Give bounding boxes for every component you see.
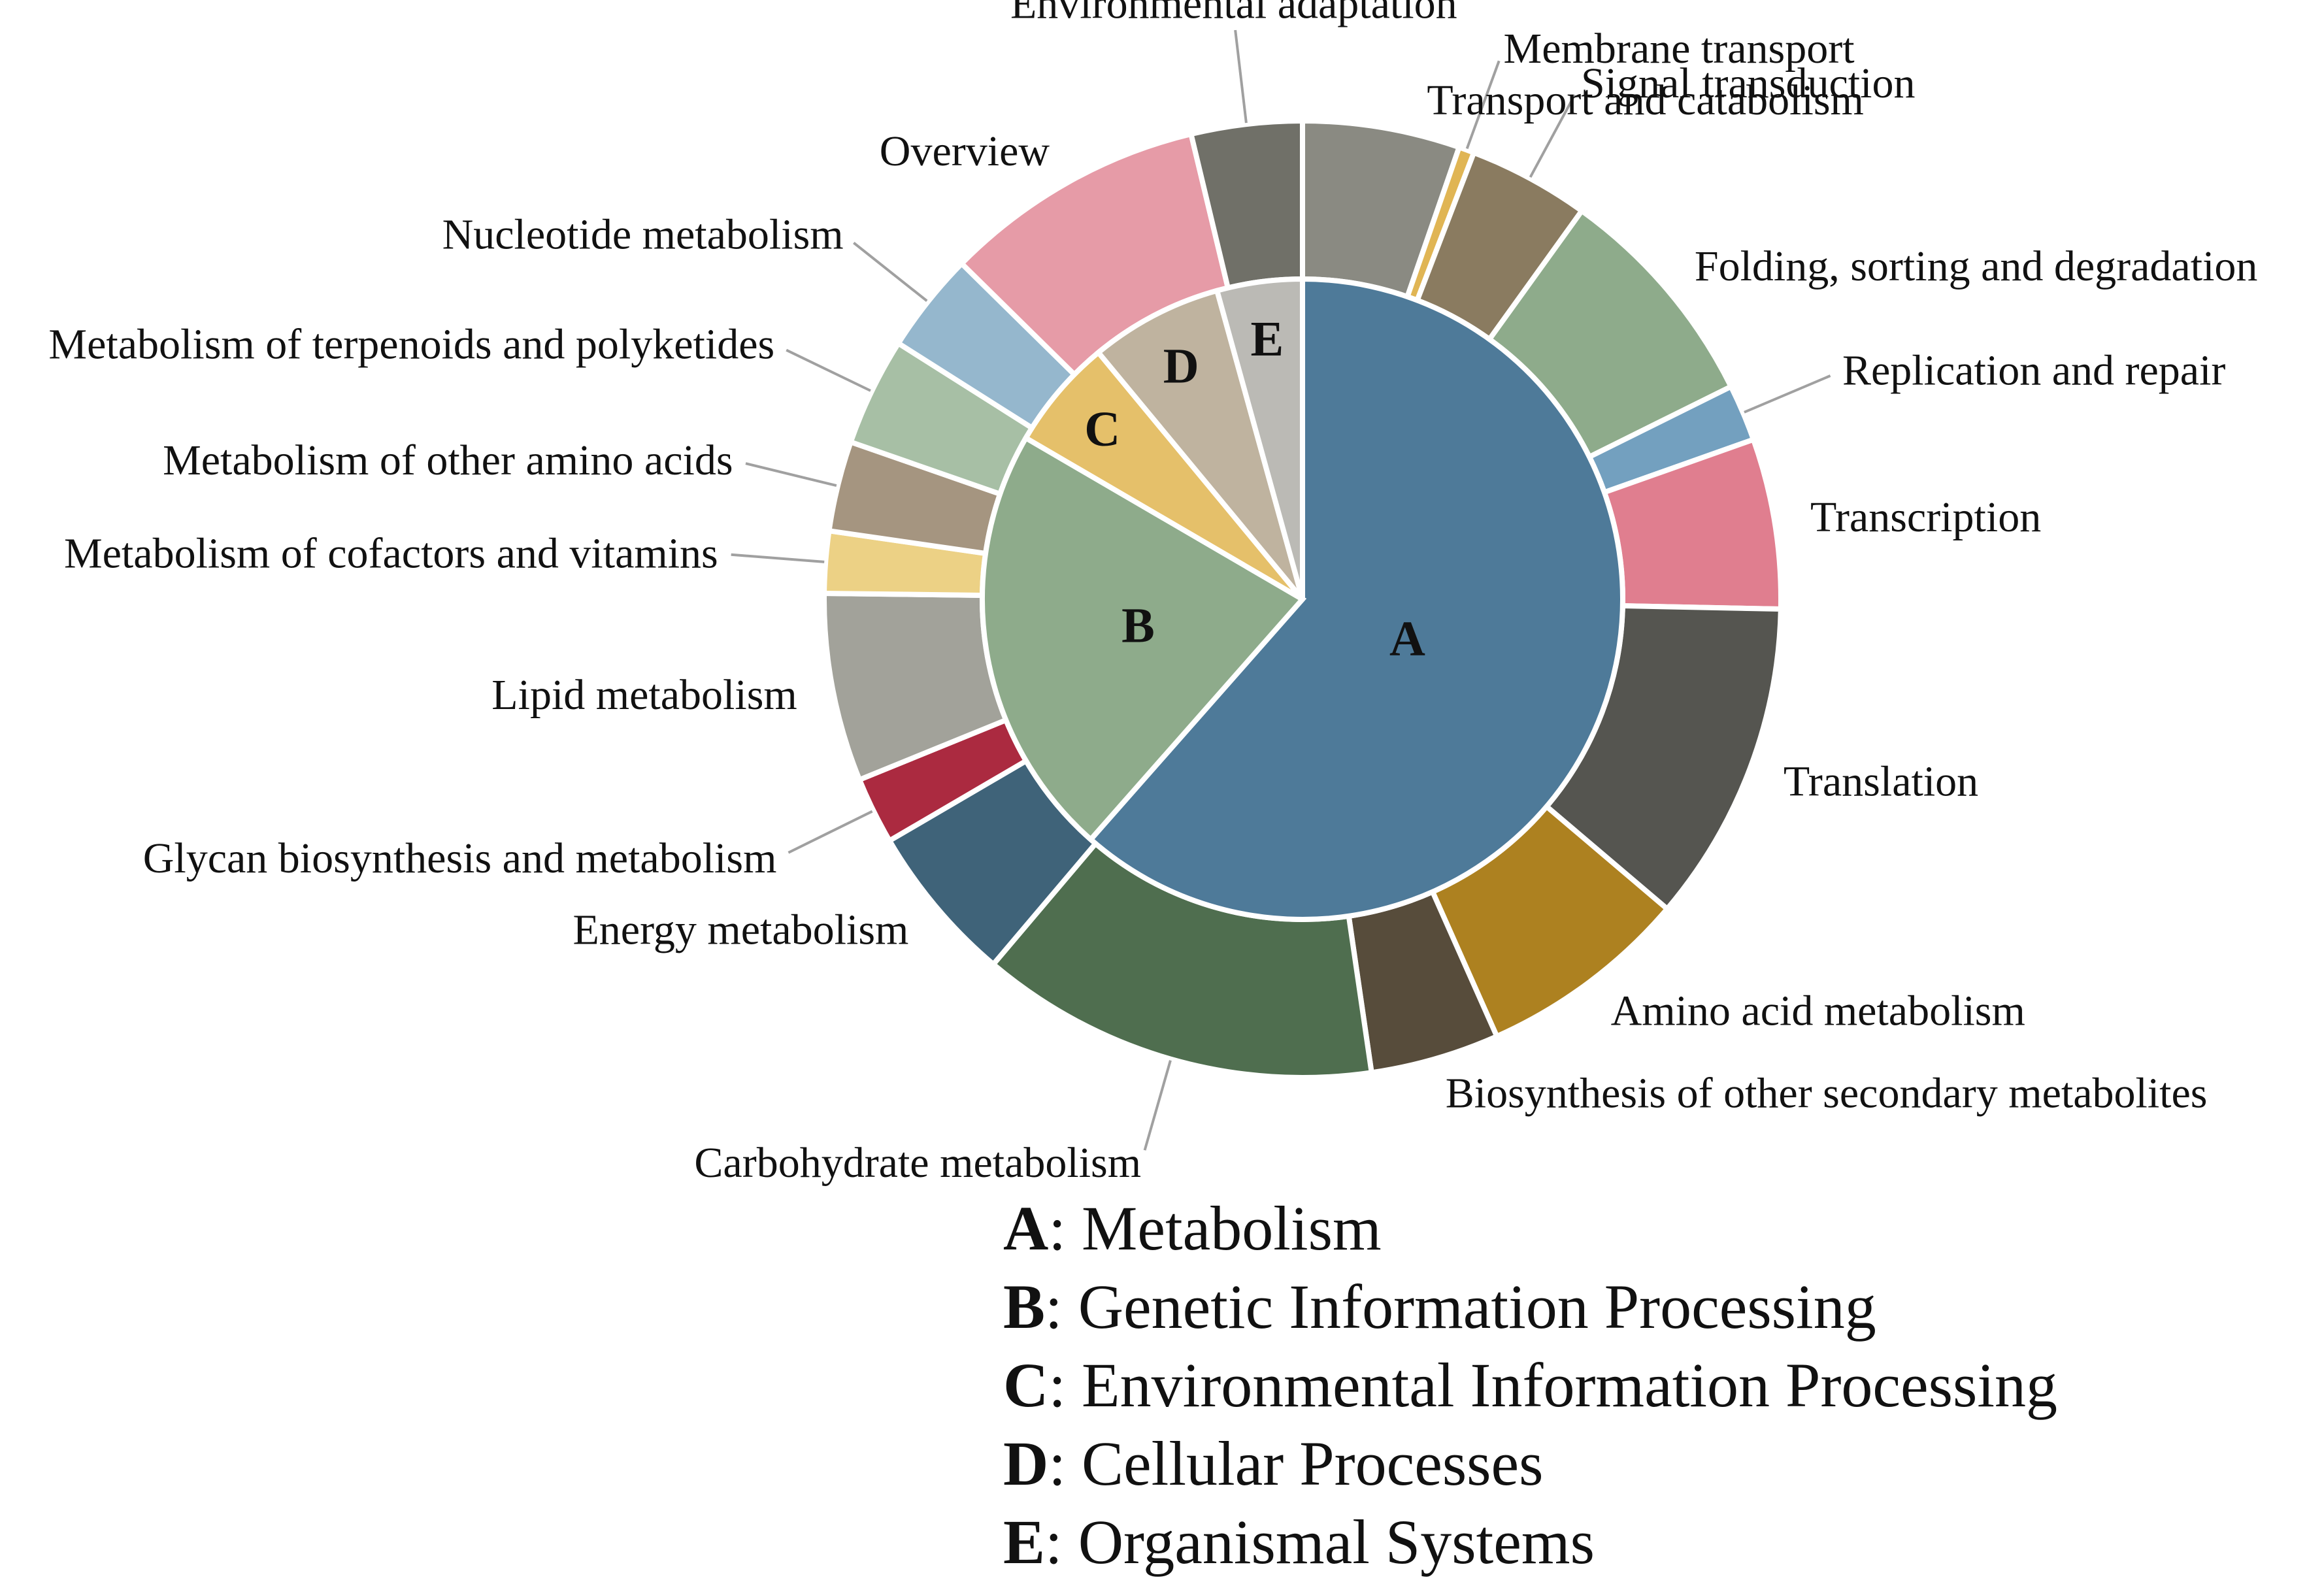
leader-line-metabolism-of-terpenoids-and-polyketides (786, 348, 871, 392)
inner-label-c: C (1084, 402, 1120, 457)
leader-line-carbohydrate-metabolism (1143, 1060, 1172, 1151)
leader-line-replication-and-repair (1744, 374, 1831, 414)
legend-text: Organismal Systems (1078, 1507, 1595, 1577)
outer-label-lipid-metabolism: Lipid metabolism (491, 671, 797, 719)
leader-line-membrane-transport (1465, 60, 1501, 150)
legend-text: Metabolism (1082, 1193, 1382, 1263)
outer-label-glycan-biosynthesis-and-metabolism: Glycan biosynthesis and metabolism (143, 834, 777, 882)
legend-text: Genetic Information Processing (1078, 1272, 1876, 1342)
inner-pie (980, 276, 1626, 922)
leader-line-metabolism-of-cofactors-and-vitamins (731, 553, 825, 563)
legend-key: B (1003, 1272, 1046, 1342)
legend-key: D (1003, 1429, 1049, 1498)
outer-label-amino-acid-metabolism: Amino acid metabolism (1611, 987, 2025, 1035)
legend-separator: : (1045, 1272, 1078, 1342)
inner-slice-d (1095, 287, 1305, 601)
legend-item-a: A: Metabolism (1003, 1189, 2057, 1268)
outer-label-folding-sorting-and-degradation: Folding, sorting and degradation (1695, 242, 2258, 290)
legend-key: C (1003, 1350, 1049, 1420)
inner-label-e: E (1251, 312, 1284, 367)
inner-label-d: D (1163, 339, 1199, 394)
outer-label-transport-and-catabolism: Transport and catabolism (1427, 76, 1863, 124)
outer-label-carbohydrate-metabolism: Carbohydrate metabolism (694, 1139, 1141, 1187)
legend-text: Cellular Processes (1082, 1429, 1544, 1498)
legend-item-e: E: Organismal Systems (1003, 1503, 2057, 1581)
outer-label-replication-and-repair: Replication and repair (1842, 347, 2225, 395)
outer-label-metabolism-of-cofactors-and-vitamins: Metabolism of cofactors and vitamins (64, 530, 718, 578)
outer-label-environmental-adaptation: Environmental adaptation (1010, 0, 1457, 28)
legend-text: Environmental Information Processing (1082, 1350, 2058, 1420)
legend-item-b: B: Genetic Information Processing (1003, 1268, 2057, 1346)
leader-line-glycan-biosynthesis-and-metabolism (788, 810, 873, 854)
legend-separator: : (1048, 1350, 1082, 1420)
outer-label-metabolism-of-terpenoids-and-polyketides: Metabolism of terpenoids and polyketides (48, 321, 774, 369)
outer-label-translation: Translation (1784, 757, 1978, 805)
leader-line-signal-transduction (1529, 94, 1576, 178)
outer-label-biosynthesis-of-other-secondary-metabolites: Biosynthesis of other secondary metaboli… (1446, 1069, 2208, 1117)
legend-separator: : (1048, 1429, 1082, 1498)
outer-label-metabolism-of-other-amino-acids: Metabolism of other amino acids (163, 437, 733, 484)
leader-lines (731, 29, 1831, 1151)
outer-label-membrane-transport: Membrane transport (1504, 25, 1855, 73)
inner-label-a: A (1389, 612, 1425, 667)
inner-slice-b (980, 434, 1307, 844)
leader-line-metabolism-of-other-amino-acids (745, 462, 837, 487)
outer-label-signal-transduction: Signal transduction (1581, 59, 1915, 107)
legend-item-c: C: Environmental Information Processing (1003, 1346, 2057, 1425)
legend-item-d: D: Cellular Processes (1003, 1425, 2057, 1503)
leader-line-environmental-adaptation (1234, 29, 1248, 124)
legend-key: E (1003, 1507, 1046, 1577)
inner-slice-e (1214, 276, 1305, 601)
inner-label-b: B (1121, 599, 1155, 653)
inner-slice-a (1087, 276, 1626, 922)
legend-separator: : (1045, 1507, 1078, 1577)
inner-slice-c (1022, 348, 1305, 602)
legend: A: Metabolism B: Genetic Information Pro… (1003, 1189, 2057, 1581)
legend-key: A (1003, 1193, 1049, 1263)
legend-separator: : (1048, 1193, 1082, 1263)
outer-label-nucleotide-metabolism: Nucleotide metabolism (442, 211, 844, 259)
outer-label-energy-metabolism: Energy metabolism (573, 906, 908, 954)
leader-line-nucleotide-metabolism (853, 241, 928, 303)
outer-label-overview: Overview (880, 127, 1050, 175)
outer-label-transcription: Transcription (1810, 493, 2041, 541)
